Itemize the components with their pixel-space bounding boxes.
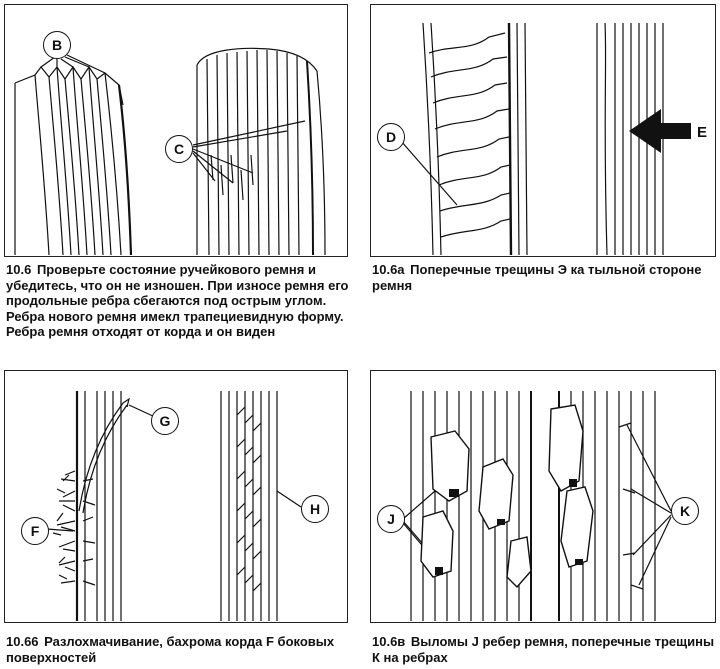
figure-caption-text: Проверьте состояние ручейкового ремня и … <box>6 262 349 339</box>
figure-10-6a-caption: 10.6а Поперечные трещины Э ка тыльной ст… <box>372 262 716 293</box>
figure-number: 10.6в <box>372 634 406 649</box>
belt-rib-illustration <box>14 47 326 256</box>
figure-10-6v-caption: 10.6в Выломы J ребер ремня, поперечные т… <box>372 634 716 665</box>
figure-number: 10.66 <box>6 634 39 649</box>
callout-g: G <box>151 407 179 435</box>
figure-caption-text: Поперечные трещины Э ка тыльной стороне … <box>372 262 702 293</box>
figure-number: 10.6а <box>372 262 405 277</box>
label-e: E <box>697 124 708 141</box>
belt-rib-chunks-illustration <box>402 391 672 621</box>
callout-h: H <box>301 495 329 523</box>
callout-j: J <box>377 505 405 533</box>
figure-number: 10.6 <box>6 262 32 277</box>
figure-10-6v-panel: J K <box>370 370 716 623</box>
figure-10-66-panel: G F H <box>4 370 348 623</box>
callout-c: C <box>165 135 193 163</box>
belt-back-cracks-illustration <box>400 22 691 256</box>
figure-caption-text: Разлохмачивание, бахрома корда F боковых… <box>6 634 335 665</box>
arrow-e-icon <box>629 109 691 153</box>
figure-caption-text: Выломы J ребер ремня, поперечные трещины… <box>372 634 715 665</box>
figure-10-6a-panel: D E <box>370 4 716 257</box>
figure-10-6-caption: 10.6 Проверьте состояние ручейкового рем… <box>6 262 350 340</box>
figure-10-6-panel: B C <box>4 4 348 257</box>
callout-f: F <box>21 517 49 545</box>
figure-10-66-caption: 10.66 Разлохмачивание, бахрома корда F б… <box>6 634 350 665</box>
callout-d: D <box>377 123 405 151</box>
callout-b: B <box>43 31 71 59</box>
belt-fraying-illustration <box>46 391 302 621</box>
callout-k: K <box>671 497 699 525</box>
